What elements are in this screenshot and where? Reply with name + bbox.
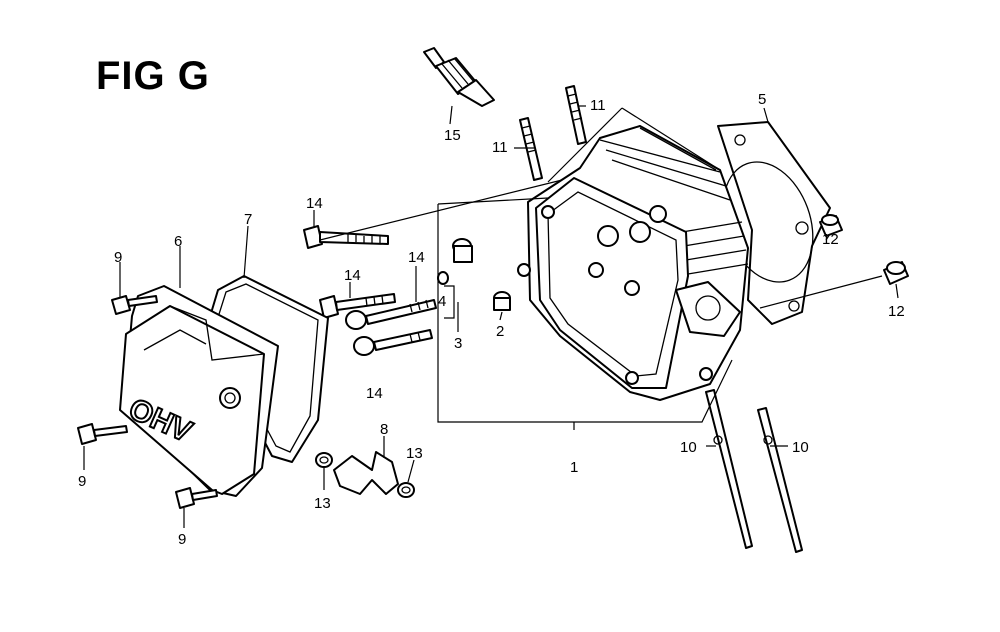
cover-bolt-bottom[interactable] — [175, 487, 218, 509]
cylinder-head[interactable] — [517, 125, 749, 401]
head-bolt-low[interactable] — [353, 329, 433, 356]
callout-5: 5 — [758, 91, 766, 108]
tube-clamp-right[interactable] — [397, 482, 415, 498]
dowel-pin-lower[interactable] — [883, 261, 909, 285]
callout-3: 3 — [454, 335, 462, 352]
callout-9-bottom: 9 — [178, 531, 186, 548]
tube-clamp-left[interactable] — [315, 452, 333, 468]
callout-10-right: 10 — [792, 439, 809, 456]
callout-9-left: 9 — [78, 473, 86, 490]
head-bolt-washer[interactable] — [345, 299, 437, 330]
push-rod-left[interactable] — [705, 389, 753, 549]
callout-4: 4 — [438, 293, 446, 310]
valve-guide-seal[interactable] — [437, 238, 511, 311]
breather-tube[interactable] — [333, 451, 399, 495]
callout-15: 15 — [444, 127, 461, 144]
callout-11-lower: 11 — [492, 139, 508, 156]
callout-6: 6 — [174, 233, 182, 250]
cover-bolt-top[interactable] — [111, 295, 158, 315]
callout-1: 1 — [570, 459, 578, 476]
assembly-bracket — [437, 204, 733, 423]
head-bolt-top[interactable] — [303, 225, 389, 249]
callout-labels: 15 11 11 5 12 12 10 10 1 14 14 14 14 4 3… — [78, 91, 905, 548]
callout-12-lower: 12 — [888, 303, 905, 320]
callout-9-top: 9 — [114, 249, 122, 266]
callout-7: 7 — [244, 211, 252, 228]
spark-plug[interactable] — [423, 47, 495, 107]
callout-13-right: 13 — [406, 445, 423, 462]
cover-bolt-left[interactable] — [77, 423, 128, 445]
callout-10-left: 10 — [680, 439, 697, 456]
push-rod-right[interactable] — [757, 407, 803, 553]
callout-13-left: 13 — [314, 495, 331, 512]
stud-upper[interactable] — [565, 85, 587, 145]
callout-11-upper: 11 — [590, 97, 606, 114]
callout-14-mid: 14 — [344, 267, 361, 284]
dowel-pin-upper[interactable] — [819, 214, 843, 237]
callout-14-bottom: 14 — [366, 385, 383, 402]
callout-14-top: 14 — [306, 195, 323, 212]
figure-title: FIG G — [96, 54, 210, 98]
callout-8: 8 — [380, 421, 388, 438]
stud-lower[interactable] — [519, 117, 543, 181]
callout-14-right: 14 — [408, 249, 425, 266]
callout-2: 2 — [496, 323, 504, 340]
head-bolt-mid[interactable] — [319, 293, 396, 319]
callout-12-upper: 12 — [822, 231, 839, 248]
